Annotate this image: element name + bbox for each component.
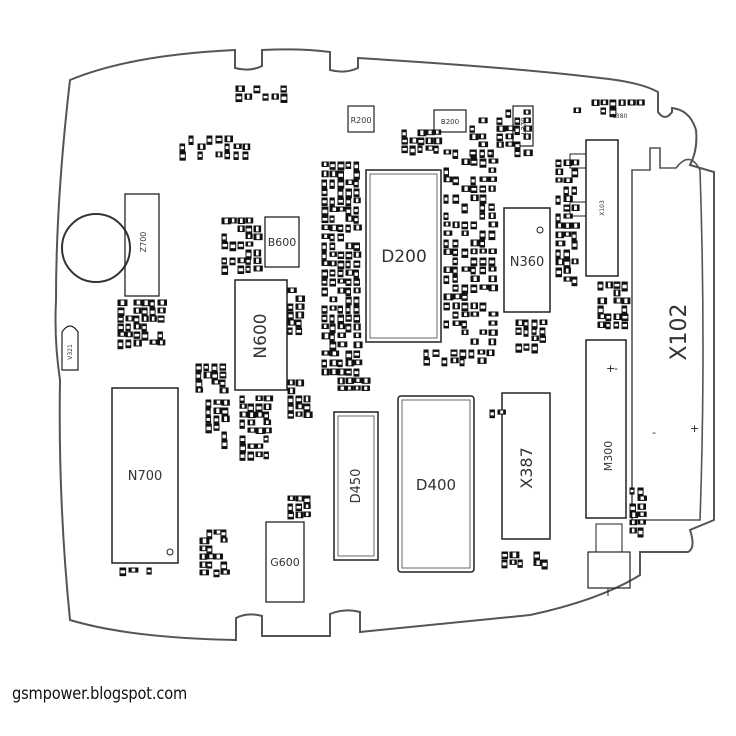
component-bottom-connector <box>587 551 631 589</box>
connector-x102-outline <box>631 147 704 521</box>
component-z700 <box>124 193 160 297</box>
component-g600 <box>265 521 305 603</box>
label-x102: X102 <box>667 303 692 360</box>
label-r200: R200 <box>351 116 372 125</box>
label-n700: N700 <box>128 469 163 484</box>
component-v321 <box>61 325 79 371</box>
chip-d450 <box>333 411 379 561</box>
label-m300: M300 <box>602 441 615 472</box>
label-d200: D200 <box>381 247 427 267</box>
chip-d200 <box>365 169 442 343</box>
pcb-layout-diagram: D200 D400 D450 N700 N600 N360 X387 X102 … <box>54 48 715 642</box>
svg-text:+: + <box>690 422 699 435</box>
component-m300 <box>585 339 627 519</box>
label-b600: B600 <box>268 236 297 249</box>
smd-component-field <box>117 85 647 578</box>
chip-n360 <box>503 207 551 313</box>
label-d400: D400 <box>416 476 456 494</box>
board-outline <box>54 48 715 642</box>
label-x387: X387 <box>517 447 536 489</box>
label-n360: N360 <box>510 255 545 270</box>
label-z700: Z700 <box>139 232 148 253</box>
label-x103: X103 <box>599 200 606 216</box>
svg-text:-: - <box>652 426 656 439</box>
svg-text:+: + <box>606 362 615 375</box>
chip-x387 <box>501 392 551 540</box>
chip-n700 <box>111 387 179 564</box>
component-b600 <box>264 216 300 268</box>
label-l370: L370 <box>520 117 528 134</box>
chip-n600 <box>234 279 288 391</box>
coin-cell-circle <box>61 213 131 283</box>
label-n600: N600 <box>251 313 271 358</box>
component-b200 <box>433 109 467 133</box>
label-l380: L380 <box>613 113 628 120</box>
label-g600: G600 <box>270 556 300 569</box>
label-b200: B200 <box>441 118 459 126</box>
chip-d400 <box>397 395 475 573</box>
watermark-text: gsmpower.blogspot.com <box>12 684 188 704</box>
component-r200 <box>347 105 375 133</box>
label-v321: V321 <box>67 344 74 360</box>
label-d450: D450 <box>349 469 364 504</box>
svg-text:-: - <box>614 362 618 375</box>
